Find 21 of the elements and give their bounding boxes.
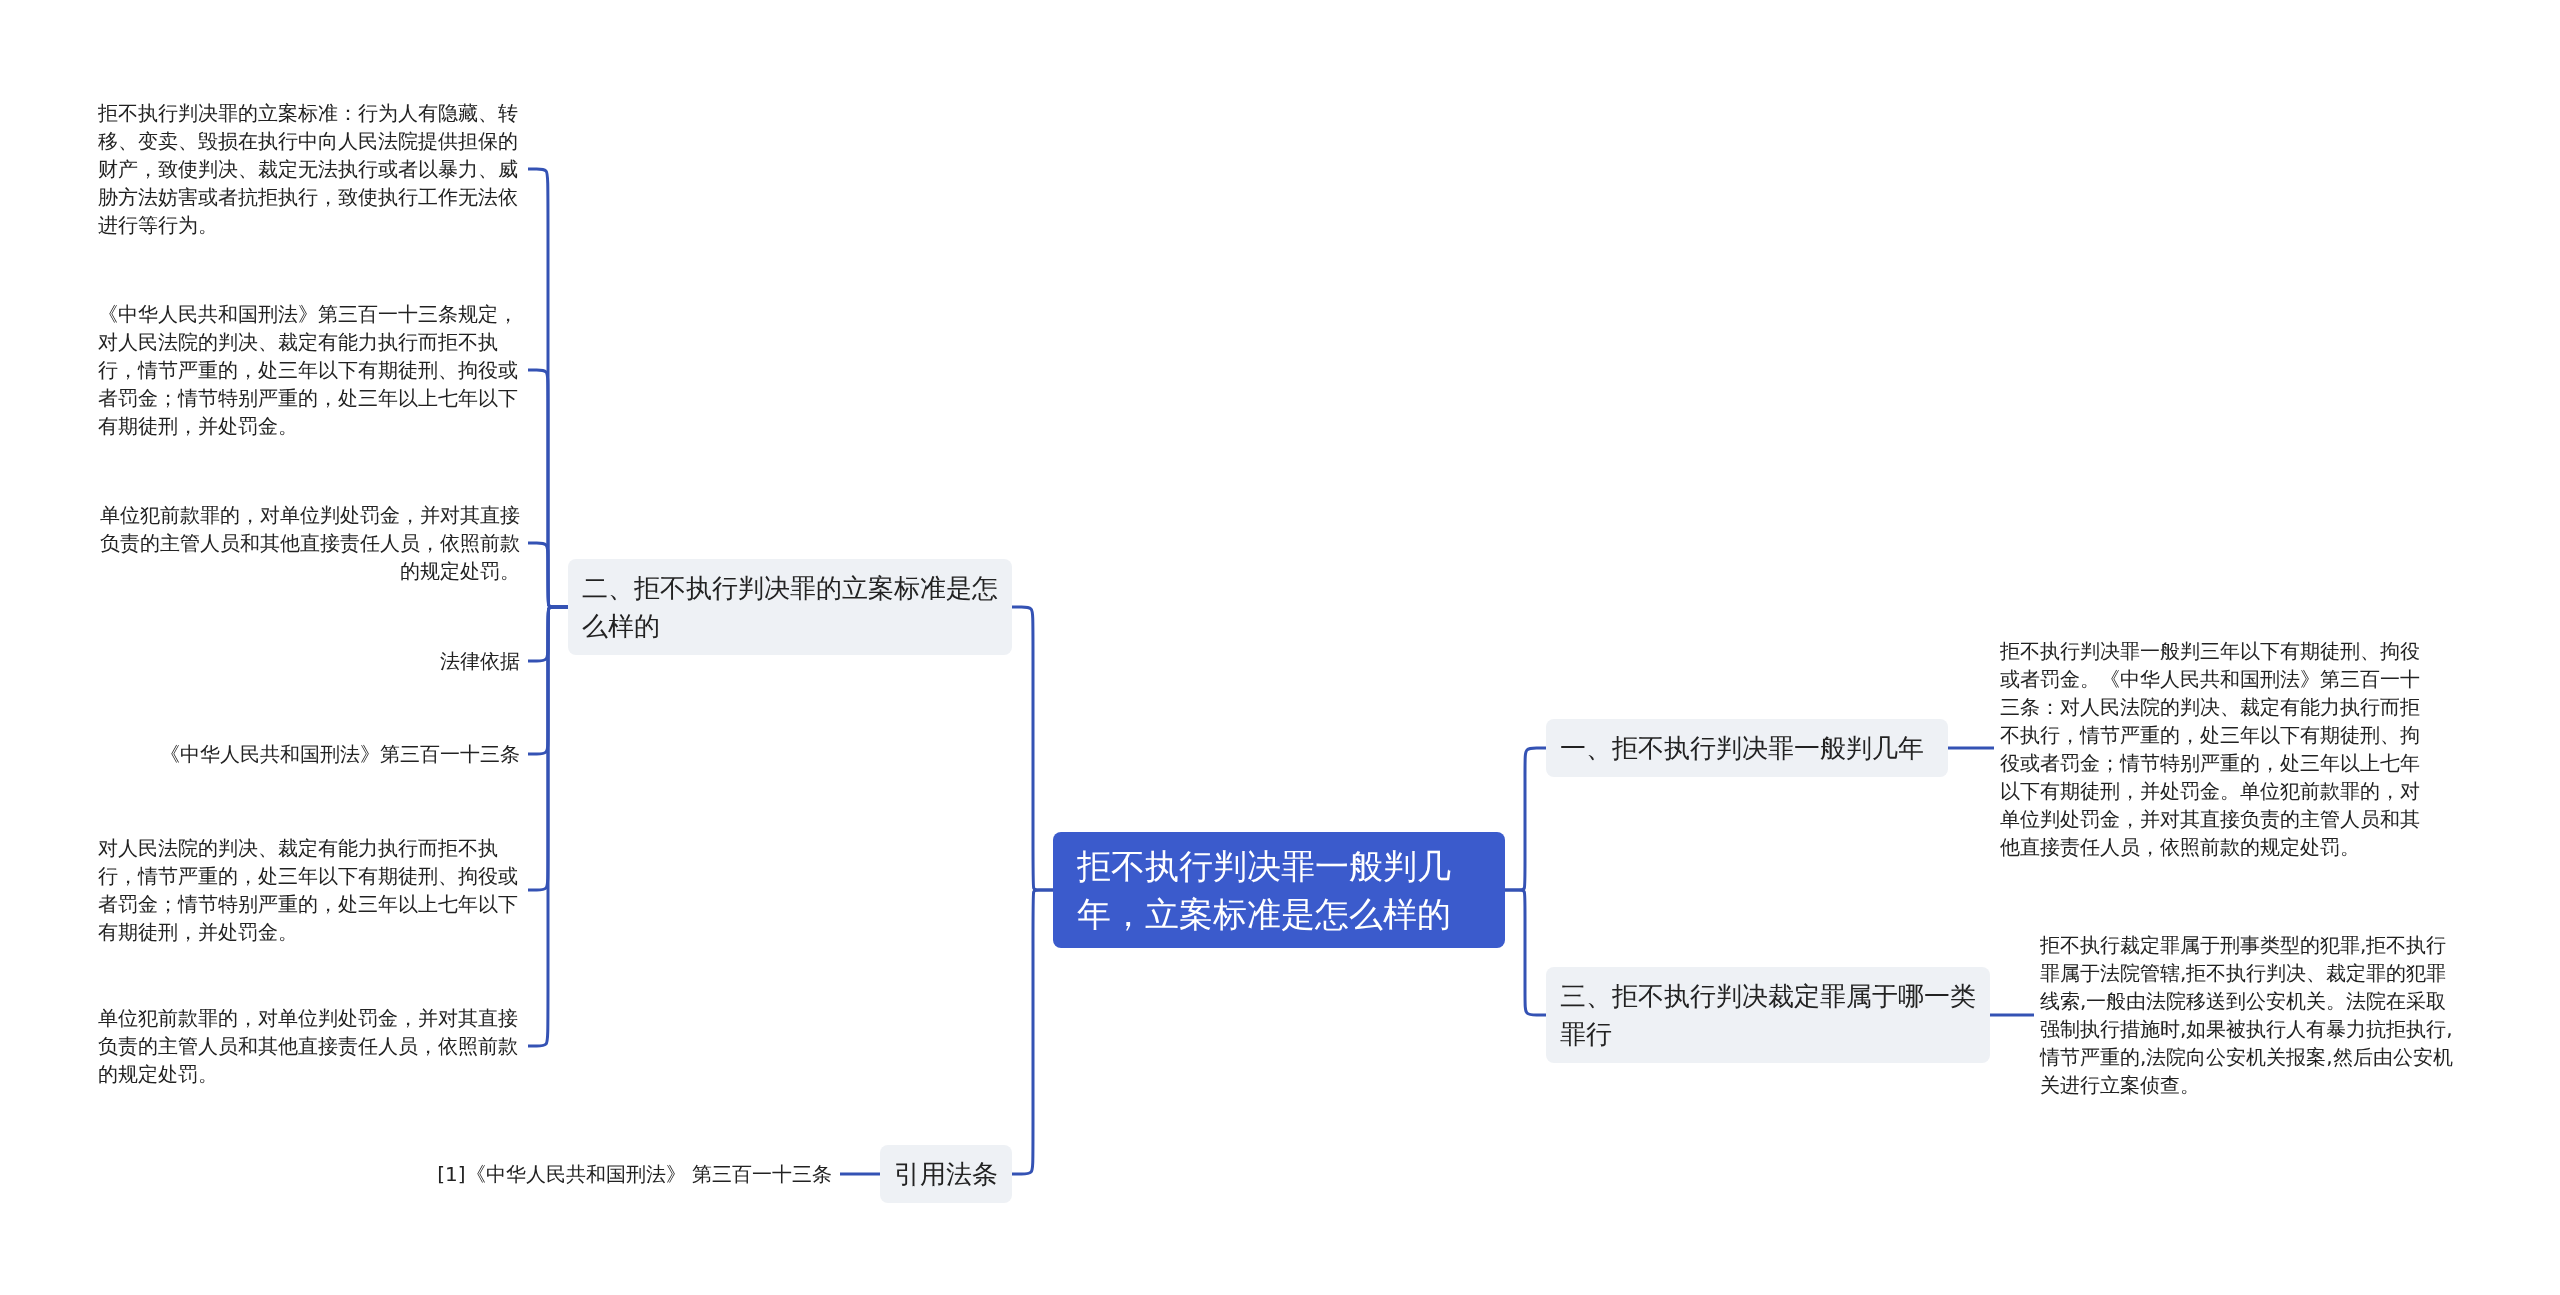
topic-text: 法律依据 bbox=[98, 647, 528, 675]
topic-box: 二、拒不执行判决罪的立案标准是怎么样的 bbox=[568, 559, 1012, 655]
connector-line bbox=[1990, 1013, 2034, 1017]
connector-line bbox=[840, 1172, 880, 1176]
connector-line bbox=[1505, 888, 1546, 1017]
topic-text: 对人民法院的判决、裁定有能力执行而拒不执行，情节严重的，处三年以下有期徒刑、拘役或者罚金；情节特别严重的，处三年以上七年以下有期徒刑，并处罚金。 bbox=[98, 834, 528, 946]
topic-text: 单位犯前款罪的，对单位判处罚金，并对其直接负责的主管人员和其他直接责任人员，依照前款的规定处罚。 bbox=[98, 501, 528, 585]
topic-box: 引用法条 bbox=[880, 1145, 1012, 1203]
topic-text: 《中华人民共和国刑法》第三百一十三条规定，对人民法院的判决、裁定有能力执行而拒不执行，情节严重的，处三年以下有期徒刑、拘役或者罚金；情节特别严重的，处三年以上七年以下有期徒刑，并处罚金。 bbox=[98, 300, 528, 440]
connector-line bbox=[527, 605, 568, 1048]
topic-text: 拒不执行判决罪一般判三年以下有期徒刑、拘役或者罚金。《中华人民共和国刑法》第三百一十三条：对人民法院的判决、裁定有能力执行而拒不执行，情节严重的，处三年以下有期徒刑、拘役或者罚金；情节特别严重的，处三年以上七年以下有期徒刑，并处罚金。单位犯前款罪的，对单位判处罚金，并对其直接负责的主管人员和其他直接责任人员，依照前款的规定处罚。 bbox=[1994, 637, 2434, 861]
topic-text: [1]《中华人民共和国刑法》 第三百一十三条 bbox=[410, 1160, 840, 1188]
topic-text: 《中华人民共和国刑法》第三百一十三条 bbox=[98, 740, 528, 768]
connector-line bbox=[1948, 746, 1994, 750]
topic-box: 一、拒不执行判决罪一般判几年 bbox=[1546, 719, 1948, 777]
topic-box: 三、拒不执行判决裁定罪属于哪一类罪行 bbox=[1546, 967, 1990, 1063]
topic-text: 拒不执行判决罪的立案标准：行为人有隐藏、转移、变卖、毁损在执行中向人民法院提供担保的财产，致使判决、裁定无法执行或者以暴力、威胁方法妨害或者抗拒执行，致使执行工作无法依进行等行为。 bbox=[98, 99, 528, 239]
connector-line bbox=[1012, 888, 1053, 1176]
central-topic: 拒不执行判决罪一般判几年，立案标准是怎么样的 bbox=[1053, 832, 1505, 948]
topic-text: 单位犯前款罪的，对单位判处罚金，并对其直接负责的主管人员和其他直接责任人员，依照前款的规定处罚。 bbox=[98, 1004, 528, 1088]
topic-text: 拒不执行裁定罪属于刑事类型的犯罪,拒不执行罪属于法院管辖,拒不执行判决、裁定罪的犯罪线索,一般由法院移送到公安机关。法院在采取强制执行措施时,如果被执行人有暴力抗拒执行,情节严重的,法院向公安机关报案,然后由公安机关进行立案侦查。 bbox=[2034, 931, 2464, 1099]
